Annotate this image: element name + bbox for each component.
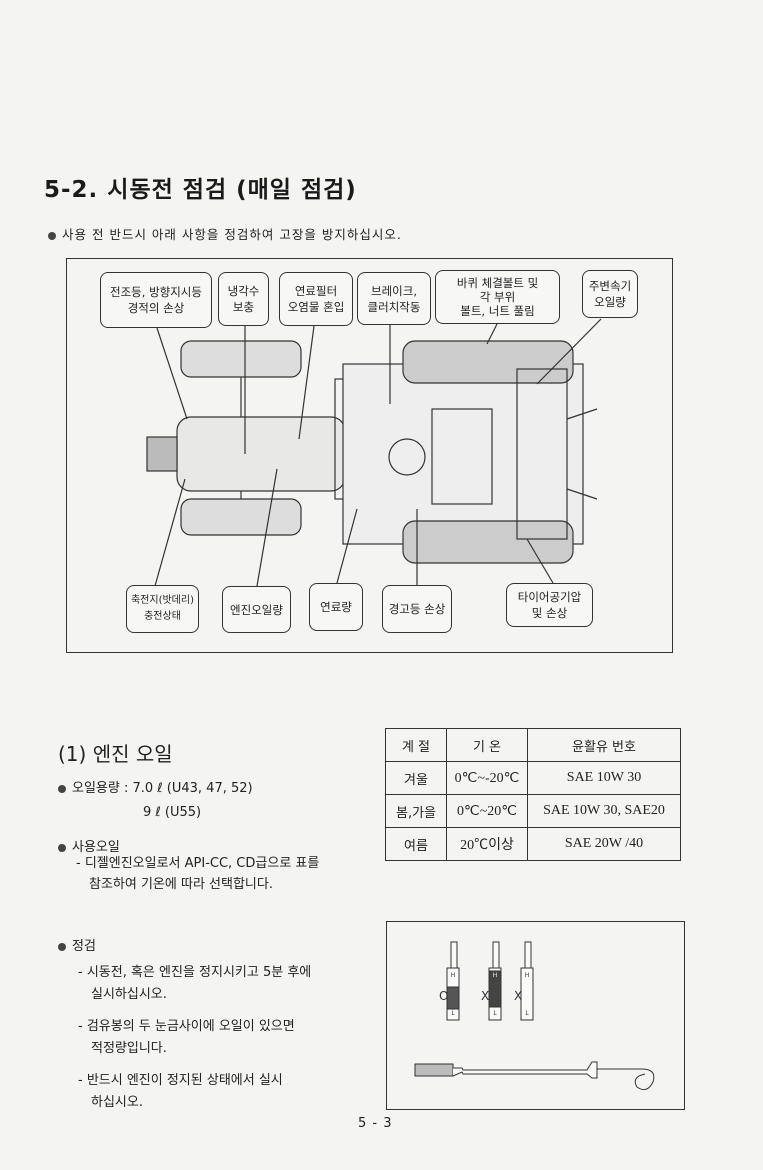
front-left-wheel bbox=[180, 340, 302, 378]
callout-battery: 축전지(밧데리)충전상태 bbox=[126, 585, 199, 633]
dipstick-correct bbox=[446, 941, 460, 1021]
mark-correct: O bbox=[439, 989, 448, 1003]
oil-capacity: 오일용량 : 7.0 ℓ (U43, 47, 52) bbox=[58, 777, 253, 796]
svg-text:L: L bbox=[451, 1010, 455, 1017]
oil-capacity-alt: 9 ℓ (U55) bbox=[143, 805, 202, 820]
intro-text: 사용 전 반드시 아래 사항을 정검하여 고장을 방지하십시오. bbox=[48, 224, 402, 243]
inspection-label: 정검 bbox=[58, 935, 96, 954]
intro-label: 사용 전 반드시 아래 사항을 정검하여 고장을 방지하십시오. bbox=[62, 227, 402, 242]
dipstick-low bbox=[520, 941, 534, 1021]
rear-left-wheel bbox=[402, 340, 574, 384]
svg-text:H: H bbox=[493, 972, 498, 979]
callout-warning-lamps: 경고등 손상 bbox=[382, 585, 452, 633]
page-title: 5-2. 시동전 점검 (매일 점검) bbox=[44, 177, 357, 203]
mark-overfull: X bbox=[481, 989, 489, 1003]
mark-low: X bbox=[514, 989, 522, 1003]
tractor-top-view bbox=[146, 318, 602, 587]
dipstick-full bbox=[414, 1061, 655, 1091]
page-number: 5 - 3 bbox=[358, 1116, 393, 1131]
callout-engine-oil: 엔진오일량 bbox=[222, 586, 291, 633]
bullet-icon bbox=[48, 231, 56, 240]
callout-brake-clutch: 브레이크,클러치작동 bbox=[357, 272, 431, 325]
callout-fuel-level: 연료량 bbox=[309, 583, 363, 631]
svg-text:H: H bbox=[451, 972, 456, 979]
dipstick-figure: H L H L H L O X X bbox=[386, 921, 685, 1110]
operator-platform bbox=[342, 363, 584, 545]
svg-text:L: L bbox=[525, 1010, 529, 1017]
dipstick-overfull bbox=[488, 941, 502, 1021]
oil-type-label: 사용오일 bbox=[58, 836, 120, 855]
rear-right-wheel bbox=[402, 520, 574, 564]
front-right-wheel bbox=[180, 498, 302, 536]
svg-text:L: L bbox=[493, 1010, 497, 1017]
section-heading-engine-oil: (1) 엔진 오일 bbox=[58, 742, 173, 766]
dipstick-illustration: H L H L H L O X X bbox=[414, 941, 655, 1091]
engine-hood bbox=[176, 416, 346, 492]
svg-text:H: H bbox=[525, 972, 530, 979]
